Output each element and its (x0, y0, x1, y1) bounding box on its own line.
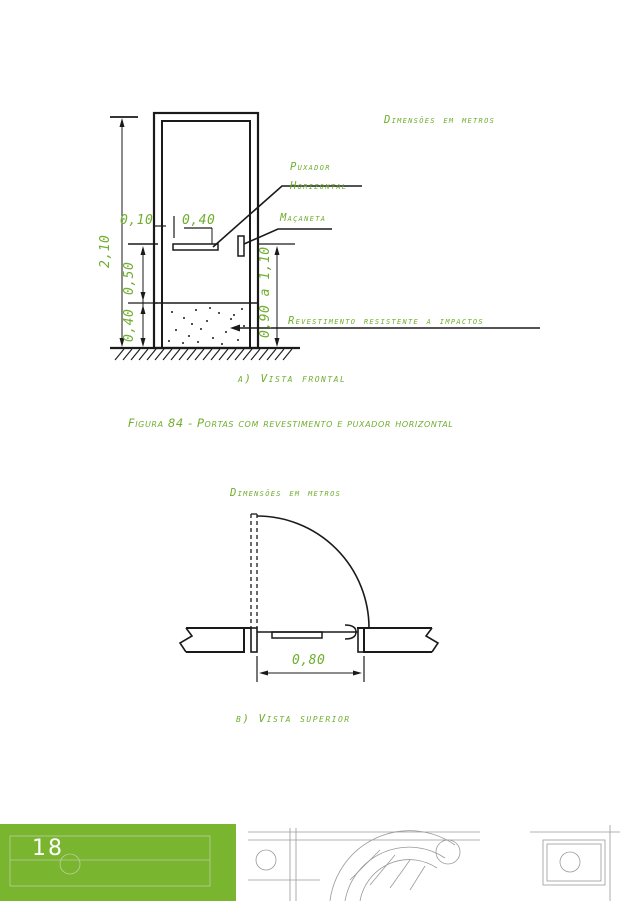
front-view-caption: a) Vista frontal (238, 372, 347, 385)
footer-green-block (0, 824, 236, 901)
label-handle-line1: Puxador (290, 161, 331, 173)
page-number: 18 (32, 836, 64, 861)
dim-handle-width: 0,40 (182, 213, 216, 228)
units-note-top: Dimensões em metros (230, 487, 342, 499)
floor-hatch (114, 348, 293, 361)
label-knob: Maçaneta (280, 212, 327, 224)
top-view-caption: b) Vista superior (236, 712, 351, 725)
coating-texture (168, 307, 245, 345)
units-note-front: Dimensões em metros (384, 114, 496, 126)
dim-offset: 0,10 (120, 213, 154, 228)
dim-width: 0,80 (292, 653, 326, 668)
horizontal-handle (172, 243, 219, 251)
figure-caption: Figura 84 - Portas com revestimento e pu… (128, 416, 454, 430)
label-handle-line2: Horizontal (290, 180, 348, 192)
door-knob (237, 235, 245, 257)
label-coating: Revestimento resistente a impactos (288, 315, 484, 327)
